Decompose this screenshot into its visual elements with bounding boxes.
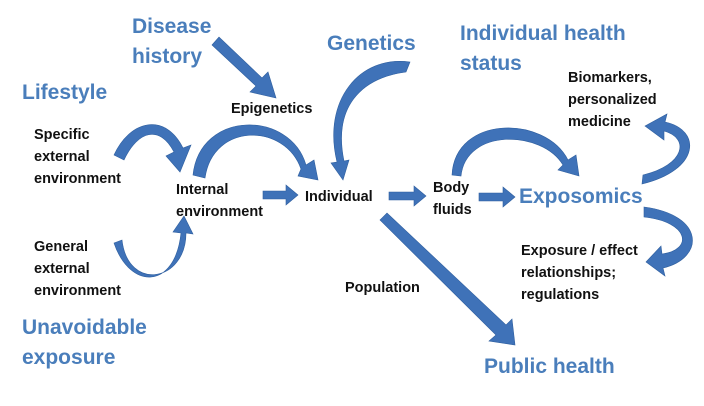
label-genetics: Genetics [327, 32, 416, 55]
label-line: Body [433, 180, 470, 196]
label-line: external [34, 261, 90, 277]
arrow-body-fluids-arc-to-exposomics [451, 127, 580, 177]
arrow-internal-to-individual [262, 184, 299, 206]
arrow-disease-history-to-epigenetics [211, 36, 277, 99]
label-line: Unavoidable [22, 316, 147, 339]
arrow-individual-to-body-fluids [388, 185, 427, 207]
label-disease-history: Disease history [132, 12, 211, 72]
label-unavoidable-exposure: Unavoidable exposure [22, 313, 147, 373]
label-biomarkers-personalized-medicine: Biomarkers, personalized medicine [568, 67, 657, 133]
label-line: Internal [176, 182, 229, 198]
label-line: medicine [568, 114, 631, 130]
label-body-fluids: Body fluids [433, 177, 472, 221]
arrow-exposomics-to-exposure-effect [643, 206, 693, 277]
label-individual-health-status: Individual health status [460, 19, 626, 79]
label-specific-external-environment: Specific external environment [34, 124, 121, 190]
label-line: exposure [22, 346, 116, 369]
label-lifestyle: Lifestyle [22, 81, 108, 104]
arrow-body-fluids-to-exposomics [478, 186, 516, 208]
label-line: relationships; [521, 265, 617, 281]
label-epigenetics: Epigenetics [231, 101, 313, 117]
label-line: Disease [132, 15, 212, 38]
label-internal-environment: Internal environment [176, 179, 263, 223]
label-line: General [34, 239, 88, 255]
label-line: external [34, 149, 90, 165]
label-line: history [132, 45, 203, 68]
arrow-specific-external-to-internal [113, 124, 192, 173]
label-line: Individual health [460, 22, 626, 45]
arrow-exposomics-to-biomarkers [641, 113, 691, 185]
label-line: personalized [568, 92, 657, 108]
label-individual: Individual [305, 189, 373, 205]
arrow-individual-to-public-health [379, 212, 516, 346]
arrow-general-external-to-internal [113, 215, 194, 278]
label-public-health: Public health [484, 355, 615, 378]
label-general-external-environment: General external environment [34, 236, 121, 302]
label-line: regulations [521, 287, 600, 303]
label-population: Population [345, 280, 420, 296]
label-line: environment [34, 283, 122, 299]
label-line: Specific [34, 127, 90, 143]
label-line: environment [176, 204, 264, 220]
label-line: environment [34, 171, 122, 187]
label-exposomics: Exposomics [519, 185, 643, 208]
label-line: Exposure / effect [521, 243, 638, 259]
label-line: status [460, 52, 522, 75]
label-exposure-effect-relationships: Exposure / effect relationships; regulat… [521, 240, 638, 306]
label-line: fluids [433, 202, 472, 218]
arrow-genetics-to-individual [330, 60, 411, 181]
label-line: Biomarkers, [568, 70, 652, 86]
arrow-internal-arc-to-individual [192, 124, 319, 181]
